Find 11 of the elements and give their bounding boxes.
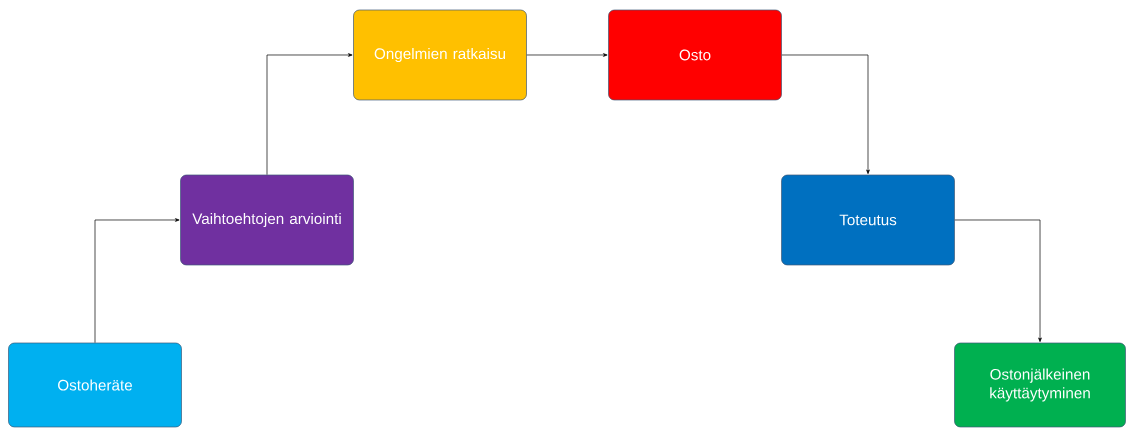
process-box: Ostoheräte bbox=[8, 342, 182, 428]
process-box: Toteutus bbox=[781, 174, 955, 266]
arrow bbox=[266, 53, 353, 175]
process-box: Vaihtoehtojen arviointi bbox=[180, 174, 354, 266]
process-box: Osto bbox=[608, 9, 782, 101]
arrow bbox=[954, 219, 1042, 342]
arrow bbox=[94, 218, 180, 343]
arrow bbox=[781, 54, 870, 174]
process-box: Ongelmien ratkaisu bbox=[353, 9, 527, 101]
process-box: Ostonjälkeinen käyttäytyminen bbox=[954, 342, 1126, 428]
arrow bbox=[526, 53, 608, 57]
